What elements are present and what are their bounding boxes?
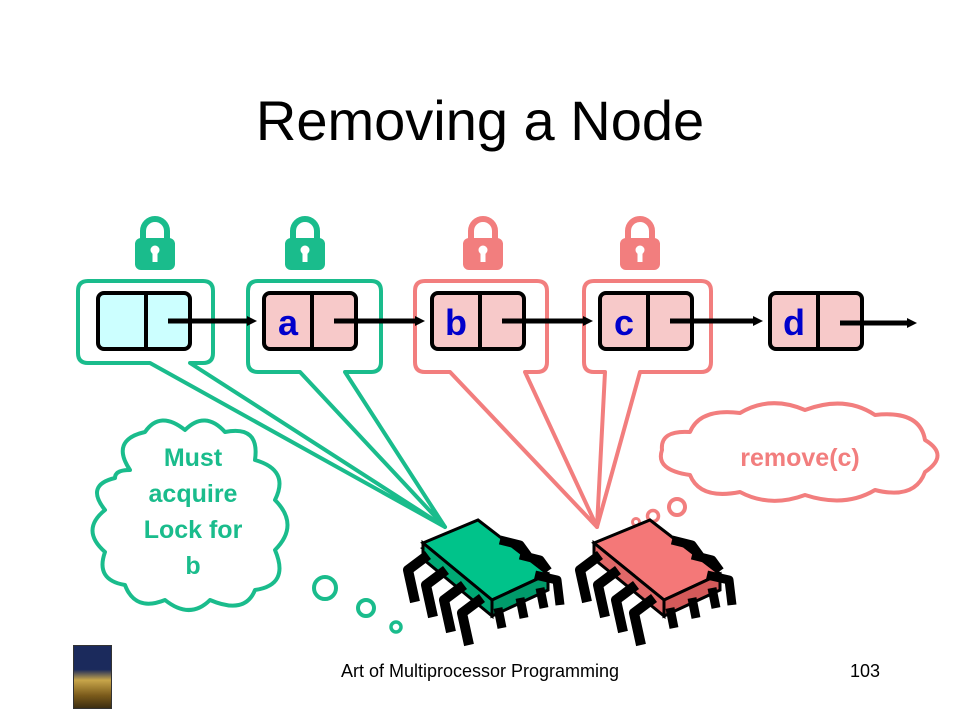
thought-cloud-left (90, 418, 290, 612)
thought-line-2: acquire (148, 480, 238, 508)
thought-text-left: Must acquire Lock for b (108, 440, 278, 584)
page-number: 103 (849, 661, 880, 681)
processor-chip-red (575, 518, 737, 647)
lock-icon-sentinel (135, 216, 175, 270)
processor-chip-green (403, 518, 565, 647)
node-label-c: c (614, 302, 634, 343)
lock-icon-c (620, 216, 660, 270)
list-node-d: d (768, 291, 864, 351)
lock-outline-c (582, 279, 713, 529)
thought-bubble-r1 (667, 497, 687, 517)
thought-line-3: Lock for (143, 516, 243, 544)
node-label-d: d (783, 302, 805, 343)
slide-title: Removing a Node (255, 89, 705, 152)
thought-cloud-right (658, 401, 940, 503)
footer-title: Art of Multiprocessor Programming (340, 661, 620, 681)
lock-outline-sentinel (76, 279, 447, 529)
lock-icon-a (285, 216, 325, 270)
lock-outline-a (246, 279, 447, 529)
thought-line-1: Must (163, 444, 223, 472)
thought-bubble-large (312, 575, 338, 601)
thought-bubble-small (389, 620, 403, 634)
node-label-a: a (278, 302, 299, 343)
list-node-sentinel (96, 291, 192, 351)
thought-bubble-medium (356, 598, 376, 618)
book-cover-image (73, 645, 112, 709)
lock-icon-b (463, 216, 503, 270)
lock-outline-b (413, 279, 599, 529)
thought-text-right: remove(c) (740, 444, 860, 472)
thought-line-4: b (185, 552, 201, 580)
node-label-b: b (445, 302, 467, 343)
